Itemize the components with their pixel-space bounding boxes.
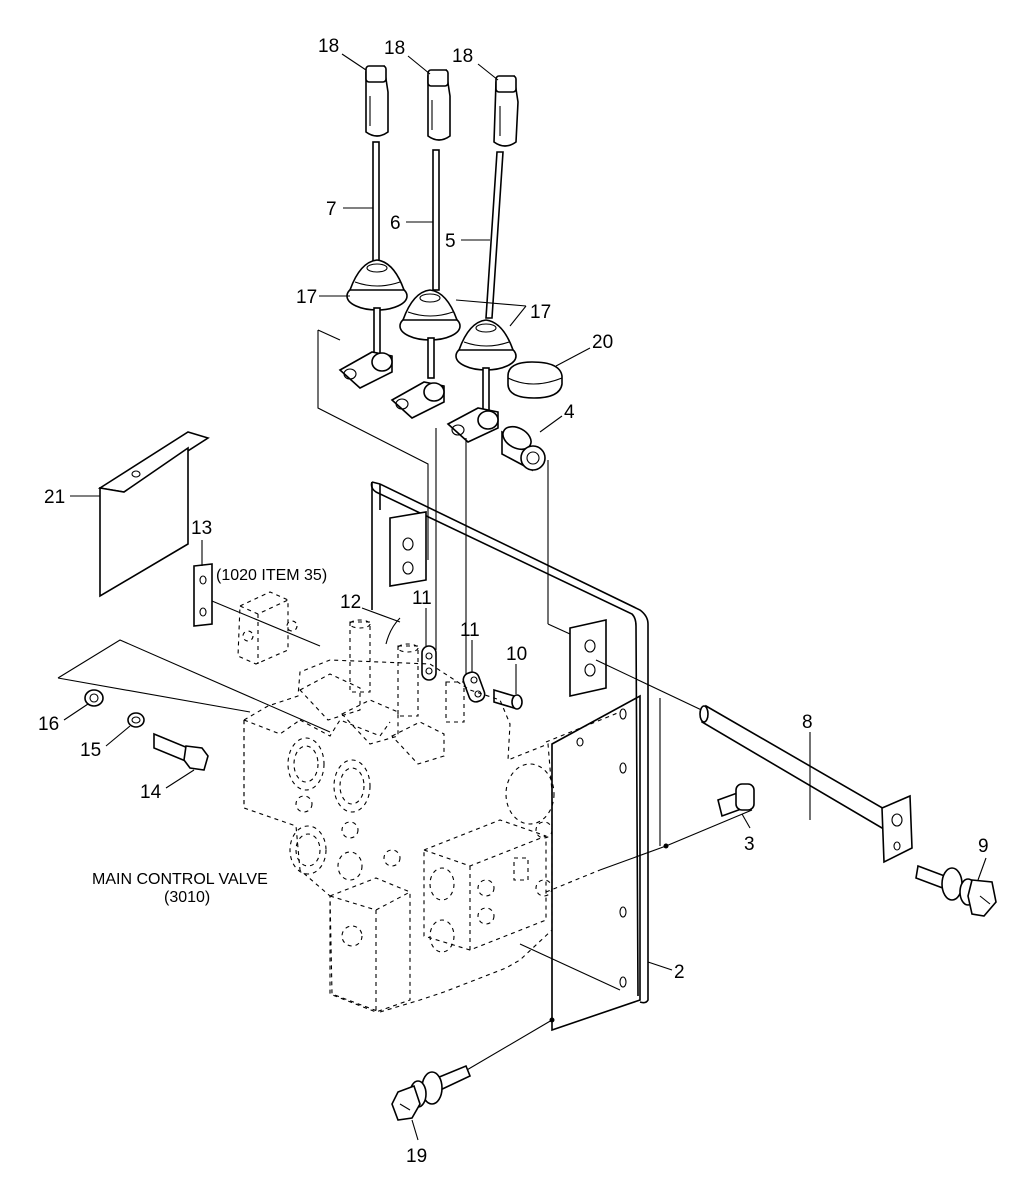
callout-18-left: 18 bbox=[318, 36, 339, 57]
guide-lines bbox=[57, 329, 753, 1075]
washers-bolt-14 bbox=[84, 689, 209, 771]
callout-3: 3 bbox=[744, 834, 755, 855]
bolt-3 bbox=[717, 783, 755, 818]
plate-13 bbox=[193, 563, 213, 627]
callout-4: 4 bbox=[564, 402, 575, 423]
callout-19: 19 bbox=[406, 1146, 427, 1167]
rod-8 bbox=[699, 704, 913, 864]
callout-18-middle: 18 bbox=[384, 38, 405, 59]
note-main-control-valve-ref: (3010) bbox=[164, 889, 210, 906]
callout-2: 2 bbox=[674, 962, 685, 983]
callout-16: 16 bbox=[38, 714, 59, 735]
callout-17-left: 17 bbox=[296, 287, 317, 308]
callout-20: 20 bbox=[592, 332, 613, 353]
bracket bbox=[97, 431, 210, 598]
callout-6: 6 bbox=[390, 213, 401, 234]
bushing bbox=[501, 425, 546, 472]
small-links bbox=[421, 645, 523, 710]
link-assembly bbox=[237, 591, 298, 665]
callout-12: 12 bbox=[340, 592, 361, 613]
leader-lines bbox=[63, 53, 987, 1141]
callout-10: 10 bbox=[506, 644, 527, 665]
callout-8: 8 bbox=[802, 712, 813, 733]
knob-right bbox=[493, 74, 519, 147]
cap bbox=[507, 361, 563, 399]
boot-left bbox=[346, 259, 408, 311]
callout-11-right: 11 bbox=[460, 620, 480, 641]
mounting-plate bbox=[370, 481, 649, 1032]
callout-17-right: 17 bbox=[530, 302, 551, 323]
boot-middle bbox=[399, 289, 461, 341]
knob-middle bbox=[427, 68, 451, 141]
main-control-valve bbox=[243, 619, 555, 1013]
note-main-control-valve: MAIN CONTROL VALVE bbox=[92, 871, 268, 888]
pin-12 bbox=[385, 617, 401, 645]
callout-5: 5 bbox=[445, 231, 456, 252]
callout-9: 9 bbox=[978, 836, 989, 857]
callout-13: 13 bbox=[191, 518, 212, 539]
callout-11-left: 11 bbox=[412, 588, 432, 609]
knob-left bbox=[365, 64, 389, 147]
callout-14: 14 bbox=[140, 782, 162, 803]
callout-21: 21 bbox=[44, 487, 65, 508]
boot-right bbox=[455, 319, 517, 371]
callout-15: 15 bbox=[80, 740, 101, 761]
note-ref-item: (1020 ITEM 35) bbox=[216, 567, 327, 584]
callout-18-right: 18 bbox=[452, 46, 473, 67]
bolt-19 bbox=[391, 1064, 472, 1121]
lever-clevis bbox=[338, 307, 499, 443]
callout-7: 7 bbox=[326, 199, 337, 220]
bolt-9 bbox=[915, 864, 997, 917]
